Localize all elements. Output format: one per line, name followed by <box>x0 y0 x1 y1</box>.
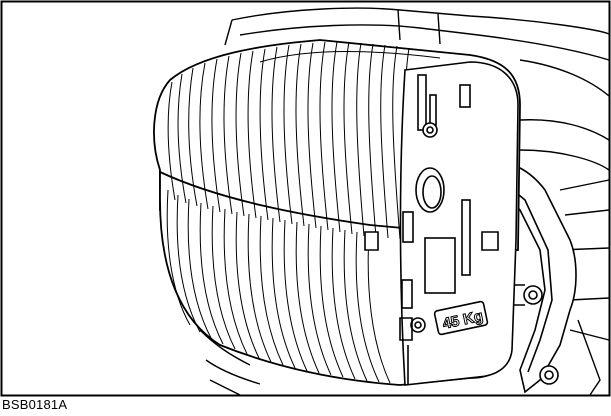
figure-code: BSB0181A <box>2 397 68 412</box>
front-face-plate <box>364 61 519 386</box>
lower-fins <box>166 189 391 384</box>
weight-label-plate: 45 Kg <box>433 300 489 336</box>
upper-fins <box>167 41 441 241</box>
tractor-frame <box>199 7 610 396</box>
figure-border <box>0 0 611 397</box>
